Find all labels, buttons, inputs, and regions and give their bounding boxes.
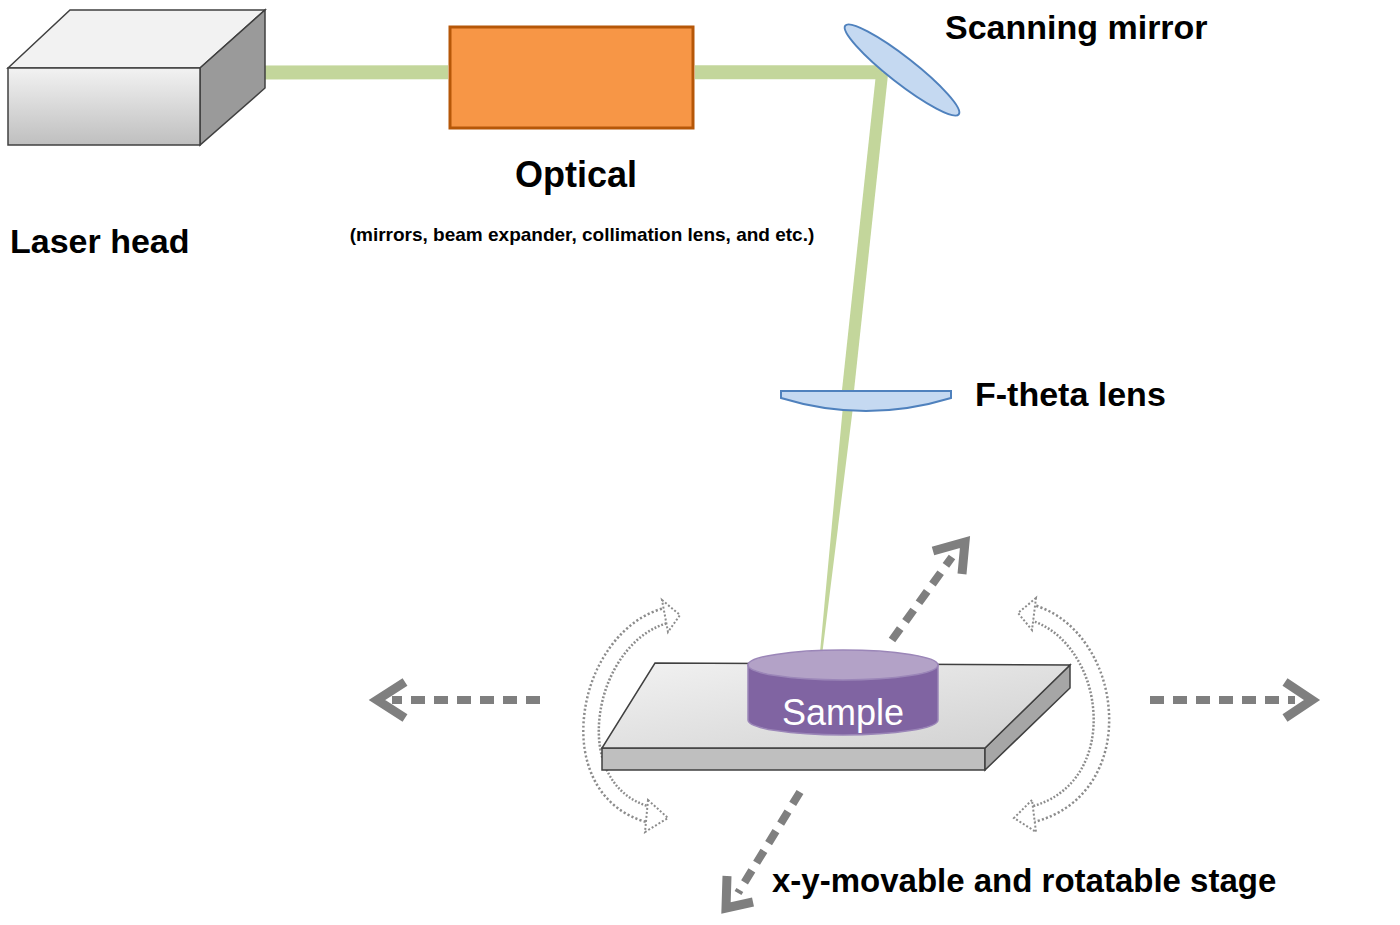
part-label: (mirrors, beam expander, collimation len… xyxy=(350,224,815,246)
x-arrow-left xyxy=(392,696,540,704)
label-holder: x-y-movable and rotatable stage xyxy=(772,862,1276,900)
cylinder-top xyxy=(748,650,938,680)
part-label: Scanning mirror xyxy=(945,8,1208,47)
f-theta-lens: F-theta lens xyxy=(778,386,952,414)
part-label: x-y-movable and rotatable stage xyxy=(772,862,1276,900)
laser-beam xyxy=(237,65,448,79)
arrow-head xyxy=(377,682,405,718)
arrow-head xyxy=(933,542,965,574)
optics-box: Optical(mirrors, beam expander, collimat… xyxy=(448,25,695,130)
f-theta-lens-outline xyxy=(778,386,952,414)
laser-head-outline xyxy=(8,8,268,148)
arrow-head xyxy=(1285,682,1312,718)
xy-stage: x-y-movable and rotatable stageSample xyxy=(598,660,1073,773)
part-label: Optical xyxy=(515,154,637,195)
optics-box-outline xyxy=(448,25,695,130)
laser-beam xyxy=(819,410,853,666)
laser-beam xyxy=(695,65,882,79)
box-front xyxy=(8,68,200,145)
scanning-mirror: Scanning mirror xyxy=(838,14,968,126)
rotation-arrows xyxy=(591,598,1101,832)
label-holder: F-theta lens xyxy=(975,375,1166,414)
part-label: Sample xyxy=(782,692,904,733)
lens-body xyxy=(781,391,951,411)
part-label: Laser head xyxy=(10,222,190,261)
rotation-head xyxy=(662,600,680,632)
label-holder: Sample xyxy=(782,692,904,733)
rotation-head xyxy=(645,800,668,832)
sample-cylinder: Sample xyxy=(746,648,940,738)
stage-front xyxy=(602,748,985,770)
laser-head: Laser head xyxy=(8,8,268,148)
part-label: F-theta lens xyxy=(975,375,1166,414)
label-holder: Scanning mirror xyxy=(945,8,1208,47)
arrow-head xyxy=(726,876,753,908)
x-arrow-right xyxy=(1150,696,1295,704)
rotation-head xyxy=(1014,800,1036,832)
translation-arrows xyxy=(377,542,1312,908)
y-arrow-up xyxy=(892,557,952,640)
optics-rect xyxy=(450,27,693,128)
label-holder: Laser head xyxy=(10,222,190,261)
box-side xyxy=(200,10,265,145)
rotation-head xyxy=(1018,598,1036,630)
label-holder: (mirrors, beam expander, collimation len… xyxy=(350,224,815,246)
label-holder: Optical xyxy=(515,154,637,195)
laser-beam xyxy=(848,72,883,394)
